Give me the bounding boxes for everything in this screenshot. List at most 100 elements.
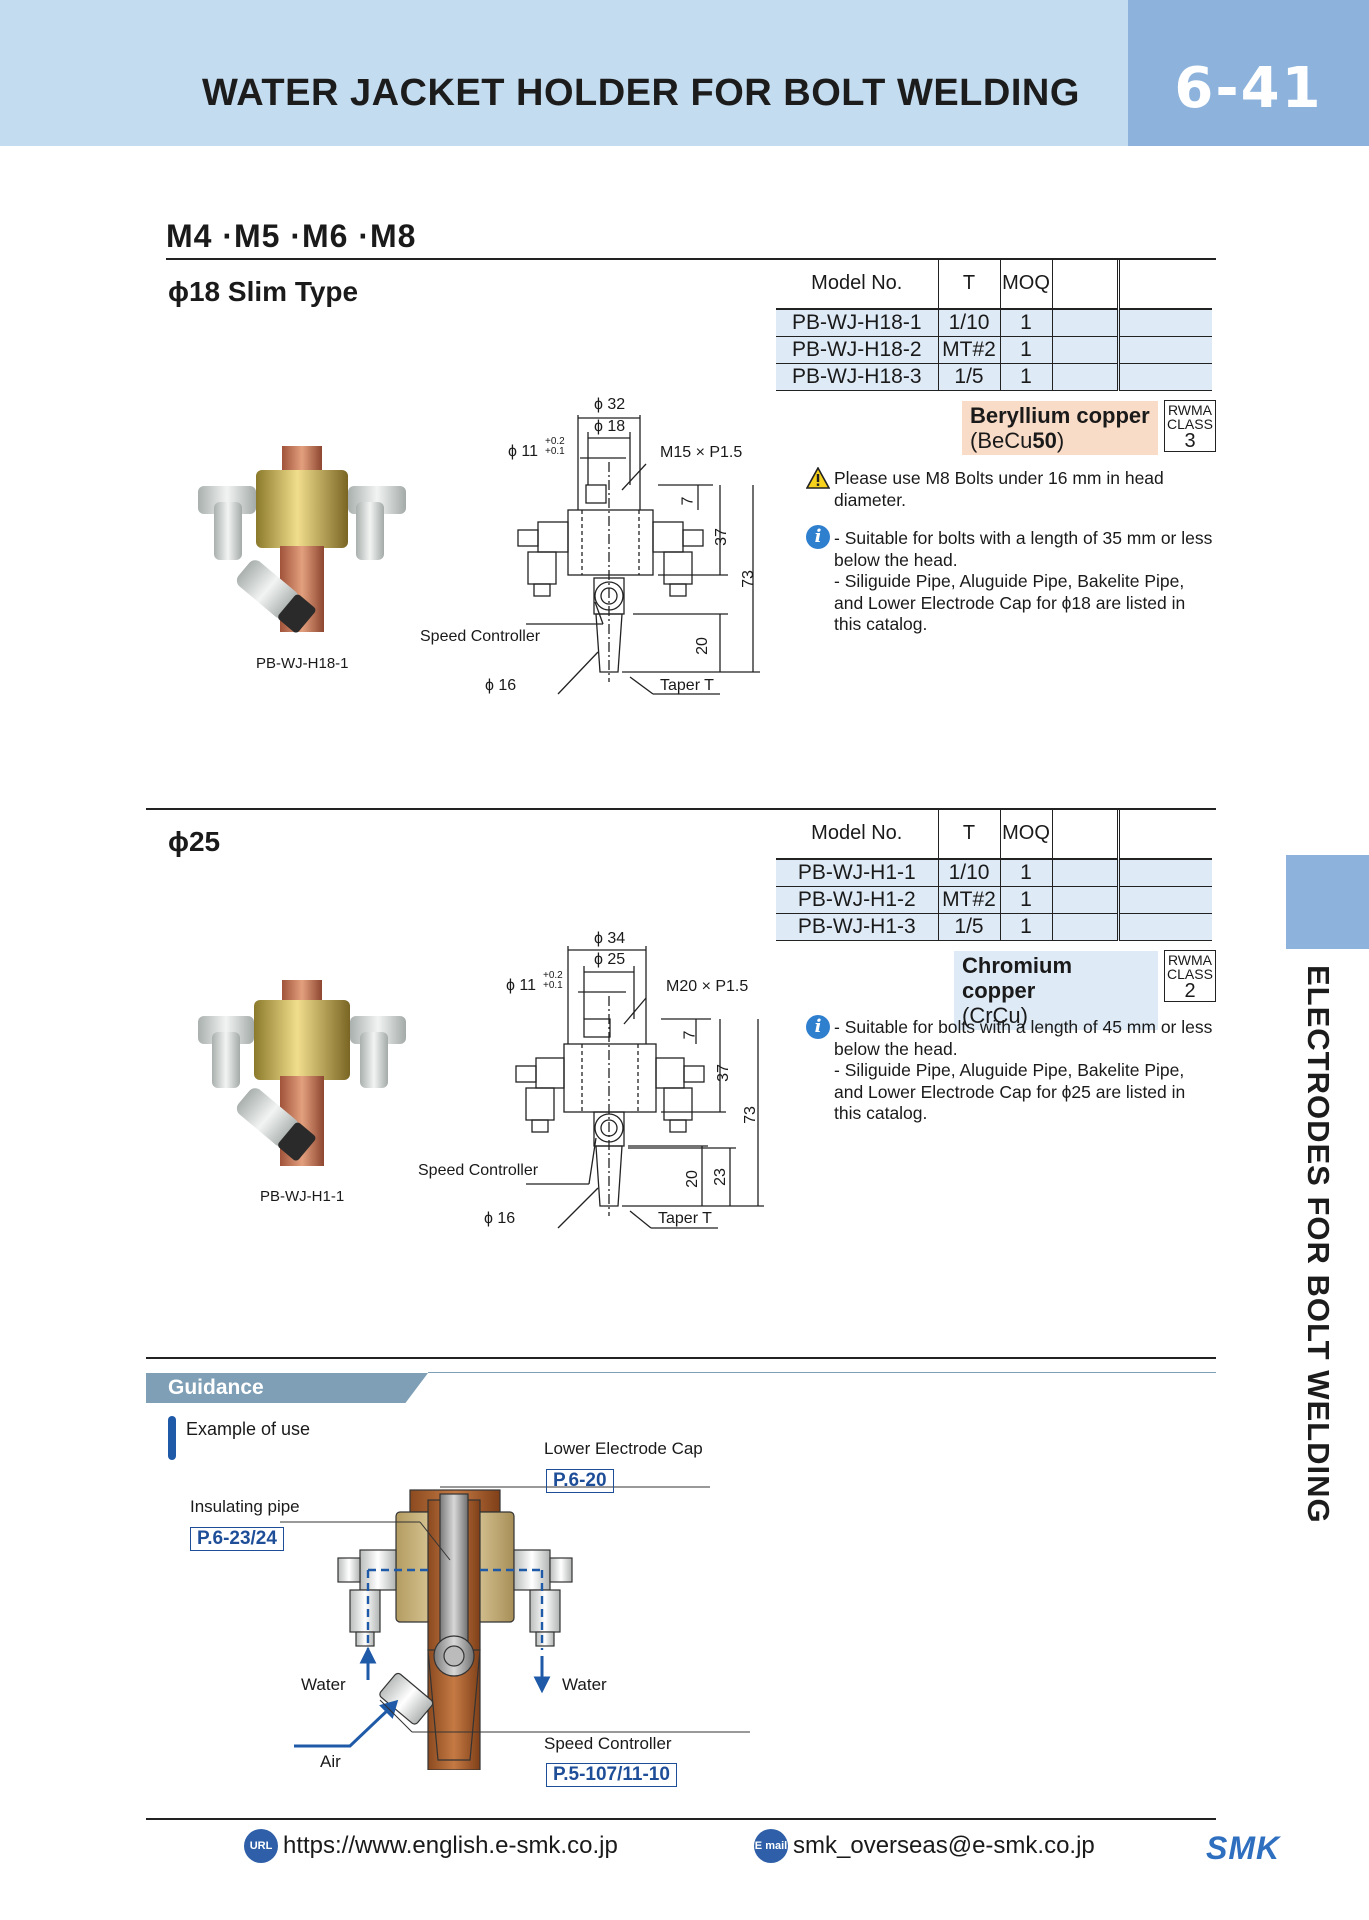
material-code: (BeCu50) <box>970 428 1065 453</box>
col-header-t: T <box>938 809 1001 860</box>
col-header-blank <box>1052 809 1120 860</box>
product-photo <box>198 980 406 1166</box>
footer-rule <box>146 1818 1216 1820</box>
dim-b: 37 <box>714 1064 732 1082</box>
moq-cell: 1 <box>1000 859 1053 887</box>
info-note-2: - Siliguide Pipe, Aluguide Pipe, Bakelit… <box>834 1060 1186 1123</box>
company-logo: SMK <box>1206 1830 1281 1866</box>
rwma-class-box: RWMA CLASS 3 <box>1164 400 1216 452</box>
product-1-table: Model No. T MOQ PB-WJ-H18-1 1/10 1 PB-WJ… <box>776 259 1212 391</box>
lower-cap-label: Lower Electrode Cap <box>544 1439 703 1458</box>
speed-controller-ref-link[interactable]: P.5-107/11-10 <box>546 1763 677 1787</box>
material-box: Beryllium copper (BeCu50) <box>962 401 1158 455</box>
t-cell: MT#2 <box>938 886 1001 914</box>
insulating-pipe-label: Insulating pipe <box>190 1497 300 1516</box>
page-title: WATER JACKET HOLDER FOR BOLT WELDING <box>202 72 1080 114</box>
col-header-moq: MOQ <box>1000 809 1053 860</box>
taper-label: Taper T <box>658 1210 712 1227</box>
dim-tolerance-up: +0.2 <box>545 436 565 447</box>
side-tab-label: ELECTRODES FOR BOLT WELDING <box>1301 965 1336 1524</box>
guidance-rule <box>428 1372 1216 1373</box>
side-tab-marker <box>1286 855 1369 949</box>
model-cell: PB-WJ-H18-1 <box>776 309 939 337</box>
table-row: PB-WJ-H1-3 1/5 1 <box>776 913 1212 941</box>
dim-inner-diameter: ϕ 18 <box>594 418 626 435</box>
model-cell: PB-WJ-H1-1 <box>776 859 939 887</box>
lower-cap-ref-link[interactable]: P.6-20 <box>546 1469 614 1493</box>
moq-cell: 1 <box>1000 336 1053 364</box>
dim-thread: M15 × P1.5 <box>660 444 743 461</box>
model-cell: PB-WJ-H1-2 <box>776 886 939 914</box>
section-title: M4 ·M5 ·M6 ·M8 <box>166 218 417 254</box>
guidance-title: Guidance <box>168 1376 264 1399</box>
table-row: PB-WJ-H18-2 MT#2 1 <box>776 336 1212 364</box>
col-header-moq: MOQ <box>1000 259 1053 310</box>
website-link[interactable]: https://www.english.e-smk.co.jp <box>283 1832 618 1859</box>
moq-cell: 1 <box>1000 913 1053 941</box>
water-right-label: Water <box>562 1675 607 1694</box>
speed-controller-label: Speed Controller <box>420 628 541 645</box>
col-header-blank <box>1118 259 1212 310</box>
dim-d: 20 <box>683 1170 701 1188</box>
table-row: PB-WJ-H1-1 1/10 1 <box>776 859 1212 887</box>
speed-controller-label: Speed Controller <box>418 1162 539 1179</box>
dim-b: 37 <box>712 528 730 546</box>
dim-a: 7 <box>679 496 697 506</box>
dim-hole-diameter: ϕ 11 <box>506 977 537 994</box>
model-cell: PB-WJ-H18-2 <box>776 336 939 364</box>
speed-controller-label: Speed Controller <box>544 1734 672 1753</box>
section-rule <box>146 808 1216 810</box>
photo-caption: PB-WJ-H1-1 <box>260 1188 345 1205</box>
table-row: PB-WJ-H18-1 1/10 1 <box>776 309 1212 337</box>
guidance-banner <box>146 1373 428 1403</box>
table-row: PB-WJ-H1-2 MT#2 1 <box>776 886 1212 914</box>
email-link[interactable]: smk_overseas@e-smk.co.jp <box>793 1832 1095 1859</box>
t-cell: 1/10 <box>938 309 1001 337</box>
dim-tolerance-down: +0.1 <box>545 446 565 457</box>
info-icon: i <box>806 1015 830 1039</box>
warning-icon <box>806 467 830 489</box>
email-icon: E mail <box>754 1829 788 1863</box>
url-icon: URL <box>244 1829 278 1863</box>
warning-note: Please use M8 Bolts under 16 mm in head … <box>834 468 1164 510</box>
example-marker <box>168 1416 176 1460</box>
rwma-class-box: RWMA CLASS 2 <box>1164 950 1216 1002</box>
col-header-t: T <box>938 259 1001 310</box>
model-cell: PB-WJ-H1-3 <box>776 913 939 941</box>
col-header-blank <box>1118 809 1212 860</box>
moq-cell: 1 <box>1000 363 1053 391</box>
taper-label: Taper T <box>660 677 714 694</box>
material-name: Chromium copper <box>962 953 1072 1003</box>
section-rule <box>146 1357 1216 1359</box>
t-cell: MT#2 <box>938 336 1001 364</box>
info-note-2: - Siliguide Pipe, Aluguide Pipe, Bakelit… <box>834 571 1186 634</box>
photo-caption: PB-WJ-H18-1 <box>256 655 349 672</box>
dim-d: 20 <box>693 637 711 655</box>
dim-bottom-diameter: ϕ 16 <box>485 677 517 694</box>
col-header-model: Model No. <box>776 259 939 310</box>
usage-diagram <box>280 1486 750 1770</box>
t-cell: 1/5 <box>938 363 1001 391</box>
dim-c: 73 <box>739 570 757 588</box>
dim-bottom-diameter: ϕ 16 <box>484 1210 516 1227</box>
t-cell: 1/5 <box>938 913 1001 941</box>
dim-outer-diameter: ϕ 32 <box>594 396 626 413</box>
material-box: Chromium copper (CrCu) <box>954 951 1158 1030</box>
info-note-1: - Suitable for bolts with a length of 45… <box>834 1017 1213 1059</box>
dim-e: 23 <box>711 1168 729 1186</box>
col-header-model: Model No. <box>776 809 939 860</box>
dim-tolerance-up: +0.2 <box>543 970 563 981</box>
table-row: PB-WJ-H18-3 1/5 1 <box>776 363 1212 391</box>
insulating-pipe-ref-link[interactable]: P.6-23/24 <box>190 1527 284 1551</box>
product-2-table: Model No. T MOQ PB-WJ-H1-1 1/10 1 PB-WJ-… <box>776 809 1212 941</box>
dim-thread: M20 × P1.5 <box>666 978 749 995</box>
moq-cell: 1 <box>1000 886 1053 914</box>
moq-cell: 1 <box>1000 309 1053 337</box>
dim-a: 7 <box>681 1030 699 1040</box>
info-note-1: - Suitable for bolts with a length of 35… <box>834 528 1213 570</box>
page-number: 6-41 <box>1174 56 1323 121</box>
dim-c: 73 <box>741 1106 759 1124</box>
info-icon: i <box>806 525 830 549</box>
section-rule <box>166 258 1216 260</box>
technical-drawing <box>517 415 760 695</box>
